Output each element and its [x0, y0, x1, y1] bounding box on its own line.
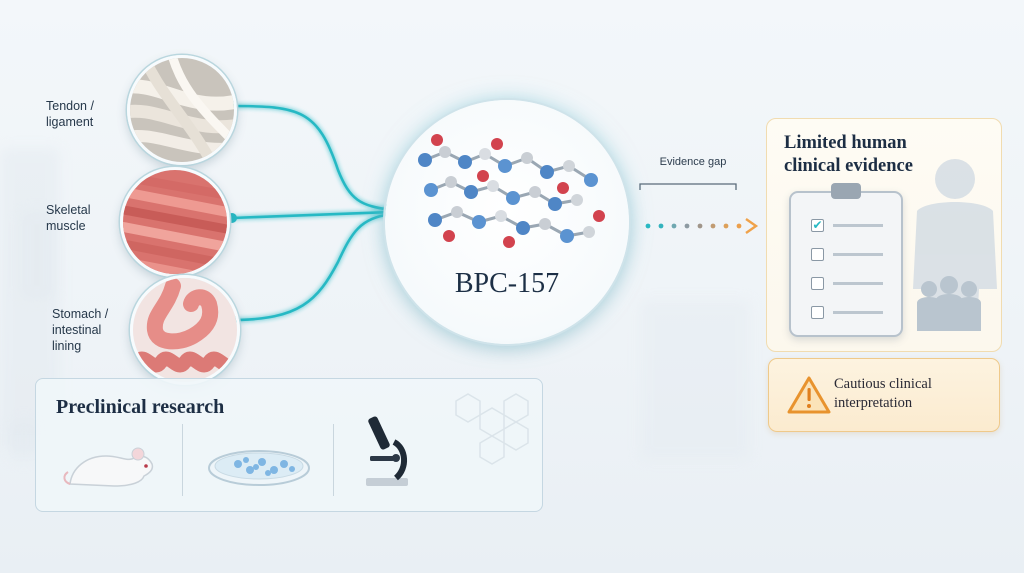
clipboard-checklist-icon: ✔ — [789, 183, 903, 337]
evidence-gap-bracket — [639, 183, 737, 190]
preclinical-title: Preclinical research — [56, 396, 225, 418]
divider — [182, 424, 183, 496]
clinical-evidence-title: Limited human clinical evidence — [784, 133, 913, 176]
microscope-icon — [366, 416, 408, 486]
muscle-image — [120, 167, 230, 277]
stomach-label: Stomach / intestinal lining — [52, 307, 109, 353]
checklist-line — [833, 282, 883, 285]
caution-text: Cautious clinical interpretation — [834, 376, 932, 411]
peptide-molecule — [418, 134, 605, 248]
bpc157-label: BPC-157 — [454, 268, 560, 299]
tendon-label: Tendon / ligament — [46, 99, 94, 129]
tendon-fibers-image — [130, 58, 234, 162]
bpc157-circle — [385, 100, 629, 344]
human-silhouette-icon — [913, 159, 997, 331]
connector-muscle — [231, 210, 393, 220]
hexagon-pattern — [455, 393, 529, 465]
muscle-label: Skeletal muscle — [46, 203, 91, 233]
checklist-line — [833, 311, 883, 314]
checklist-line — [833, 224, 883, 227]
connector-stomach — [231, 212, 393, 322]
preclinical-panel — [35, 378, 543, 512]
checkbox-empty — [811, 306, 824, 319]
rat-icon — [63, 447, 154, 487]
connector-tendon — [231, 104, 393, 212]
clipboard-clip — [831, 183, 861, 199]
caution-box — [768, 358, 1000, 432]
evidence-gap-label: Evidence gap — [659, 156, 727, 168]
people-group-icon — [917, 276, 981, 331]
background-cabinet — [640, 300, 750, 460]
warning-icon — [787, 376, 831, 414]
tendon-image — [127, 55, 237, 165]
divider — [333, 424, 334, 496]
dotted-arrow — [645, 218, 759, 234]
checklist-line — [833, 253, 883, 256]
clinical-evidence-panel: ✔ — [766, 118, 1002, 352]
background-bottle — [20, 210, 54, 300]
checkbox-empty — [811, 248, 824, 261]
stomach-intestine-image — [133, 278, 237, 382]
petri-dish-icon — [208, 450, 310, 486]
background-beaker — [10, 420, 38, 460]
molecule-atoms — [418, 134, 605, 248]
stomach-image — [130, 275, 240, 385]
checkbox-empty — [811, 277, 824, 290]
checkbox-checked: ✔ — [811, 218, 824, 232]
muscle-fibers-image — [123, 170, 227, 274]
